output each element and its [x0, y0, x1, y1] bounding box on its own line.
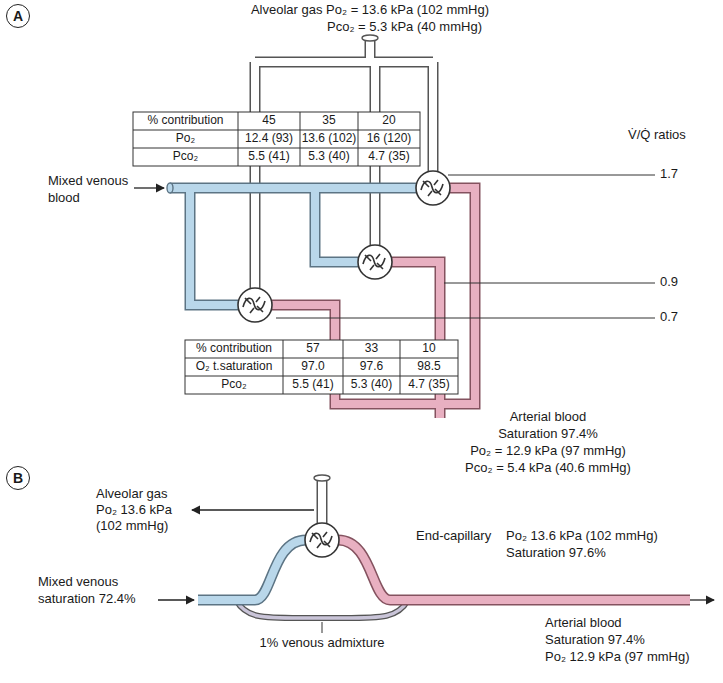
gas-value: Po₂ 13.6 kPa	[96, 503, 172, 518]
table-cell: % contribution	[147, 114, 223, 128]
leader-line	[322, 622, 323, 633]
table-cell: Pco₂	[221, 378, 246, 392]
gas-value: Alveolar gas Po₂ = 13.6 kPa (102 mmHg)	[251, 3, 489, 18]
table-cell: Pco₂	[173, 150, 198, 164]
venous-pipe	[198, 540, 306, 600]
table-cell: 13.6 (102)	[302, 132, 357, 146]
table-cell: 12.4 (93)	[245, 132, 293, 146]
ratio-value: 0.7	[660, 310, 678, 325]
shunt-label: 1% venous admixture	[259, 636, 384, 651]
alveolar-unit	[358, 245, 392, 279]
venous-pipe-outline	[198, 540, 306, 600]
panel-letter: A	[13, 8, 23, 24]
arterial-pipe	[338, 540, 690, 600]
panel-letter-circle: B	[6, 466, 30, 490]
flow-label: Mixed venous	[48, 174, 128, 189]
gas-tube-outline	[317, 478, 328, 524]
flow-label: Mixed venous	[38, 575, 118, 590]
alveolar-unit	[238, 288, 272, 322]
arterial-pipe-outline	[338, 540, 690, 600]
flow-arrow	[690, 599, 714, 600]
blood-value: Po₂ = 12.9 kPa (97 mmHg)	[470, 444, 626, 459]
blood-value: Saturation 97.6%	[506, 546, 606, 561]
table-cell: 5.3 (40)	[351, 378, 392, 392]
table-cell: 4.7 (35)	[408, 378, 449, 392]
table-cell: 5.3 (40)	[308, 150, 349, 164]
table-cell: 33	[365, 342, 378, 356]
flow-label: End-capillary	[416, 529, 491, 544]
blood-value: Saturation 97.4%	[498, 427, 598, 442]
flow-arrow	[192, 509, 314, 510]
pipe-end	[167, 183, 173, 193]
venous-pipe-outline	[170, 188, 417, 305]
tube-opening	[362, 35, 378, 41]
table-cell: 10	[422, 342, 435, 356]
table-cell: 5.5 (41)	[292, 378, 333, 392]
flow-label: Arterial blood	[510, 410, 587, 425]
axis-title: V̇/Q̇ ratios	[628, 128, 686, 143]
table-cell: 98.5	[417, 360, 440, 374]
table-cell: % contribution	[196, 342, 272, 356]
venous-pipe	[170, 188, 417, 305]
gas-value: Pco₂ = 5.3 kPa (40 mmHg)	[327, 20, 482, 35]
table-cell: Po₂	[176, 132, 195, 146]
table-cell: 35	[322, 114, 335, 128]
flow-arrow	[134, 187, 164, 188]
blood-value: Pco₂ = 5.4 kPa (40.6 mmHg)	[465, 461, 631, 476]
alveolar-unit	[416, 171, 450, 205]
ratio-value: 1.7	[660, 167, 678, 182]
table-cell: 4.7 (35)	[368, 150, 409, 164]
table-cell: 16 (120)	[367, 132, 412, 146]
blood-value: Po₂ 13.6 kPa (102 mmHg)	[506, 529, 658, 544]
panel-letter: B	[13, 470, 23, 486]
data-table	[185, 340, 458, 394]
flow-label: Arterial blood	[545, 616, 622, 631]
tube-opening	[314, 475, 330, 481]
table-cell: O₂ t.saturation	[196, 360, 273, 374]
arterial-pipe-outline	[271, 188, 475, 418]
data-table	[133, 112, 420, 166]
blood-value: saturation 72.4%	[38, 592, 136, 607]
leader-line	[276, 175, 655, 318]
blood-value: Po₂ 12.9 kPa (97 mmHg)	[545, 650, 690, 665]
table-cell: 20	[382, 114, 395, 128]
table-cell: 45	[262, 114, 275, 128]
gas-tube	[318, 478, 326, 524]
flow-label: blood	[48, 191, 80, 206]
ratio-value: 0.9	[660, 275, 678, 290]
table-cell: 97.6	[360, 360, 383, 374]
flow-label: Alveolar gas	[96, 487, 168, 502]
table-cell: 5.5 (41)	[248, 150, 289, 164]
alveolar-unit	[305, 523, 339, 557]
panel-letter-circle: A	[6, 4, 30, 28]
table-cell: 97.0	[301, 360, 324, 374]
blood-value: Saturation 97.4%	[545, 633, 645, 648]
gas-value: (102 mmHg)	[96, 519, 168, 534]
arterial-pipe	[271, 188, 475, 418]
flow-arrow	[158, 599, 194, 600]
table-cell: 57	[306, 342, 319, 356]
